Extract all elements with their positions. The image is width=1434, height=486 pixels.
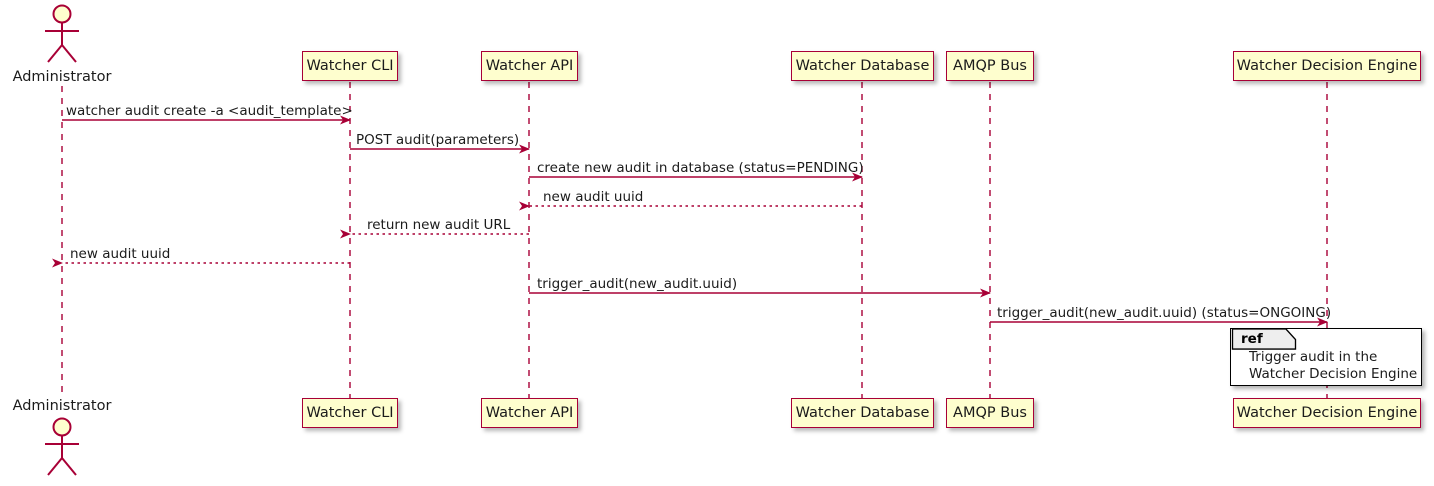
message-label-7: trigger_audit(new_audit.uuid) [537,276,738,292]
ref-keyword-label: ref [1241,331,1263,347]
participant-api-bottom[interactable]: Watcher API [481,398,578,428]
participant-db-bottom[interactable]: Watcher Database [791,398,934,428]
participant-engine-top[interactable]: Watcher Decision Engine [1233,51,1421,81]
participant-db-top[interactable]: Watcher Database [791,51,934,81]
ref-fragment: ref Trigger audit in the Watcher Decisio… [1230,328,1422,386]
message-arrows [52,115,1328,327]
message-label-5: return new audit URL [367,217,511,233]
participant-engine-bottom[interactable]: Watcher Decision Engine [1233,398,1421,428]
ref-tab-shape [1231,329,1297,350]
actor-label-top: Administrator [12,69,112,85]
message-label-4: new audit uuid [543,189,644,205]
lifelines [61,82,1328,398]
actor-label-bottom: Administrator [12,398,112,414]
actor-figure-bottom [45,417,79,476]
ref-body-line-1: Trigger audit in the [1249,349,1378,365]
participant-amqp-top[interactable]: AMQP Bus [946,51,1034,81]
message-label-1: watcher audit create -a <audit_template> [66,103,353,119]
participant-cli-top[interactable]: Watcher CLI [302,51,398,81]
message-label-8: trigger_audit(new_audit.uuid) (status=ON… [997,305,1332,321]
actor-figure-top [45,4,79,63]
message-label-6: new audit uuid [70,246,171,262]
message-label-2: POST audit(parameters) [356,132,520,148]
participant-api-top[interactable]: Watcher API [481,51,578,81]
participant-cli-bottom[interactable]: Watcher CLI [302,398,398,428]
ref-body-line-2: Watcher Decision Engine [1249,366,1418,382]
message-label-3: create new audit in database (status=PEN… [537,160,864,176]
participant-amqp-bottom[interactable]: AMQP Bus [946,398,1034,428]
